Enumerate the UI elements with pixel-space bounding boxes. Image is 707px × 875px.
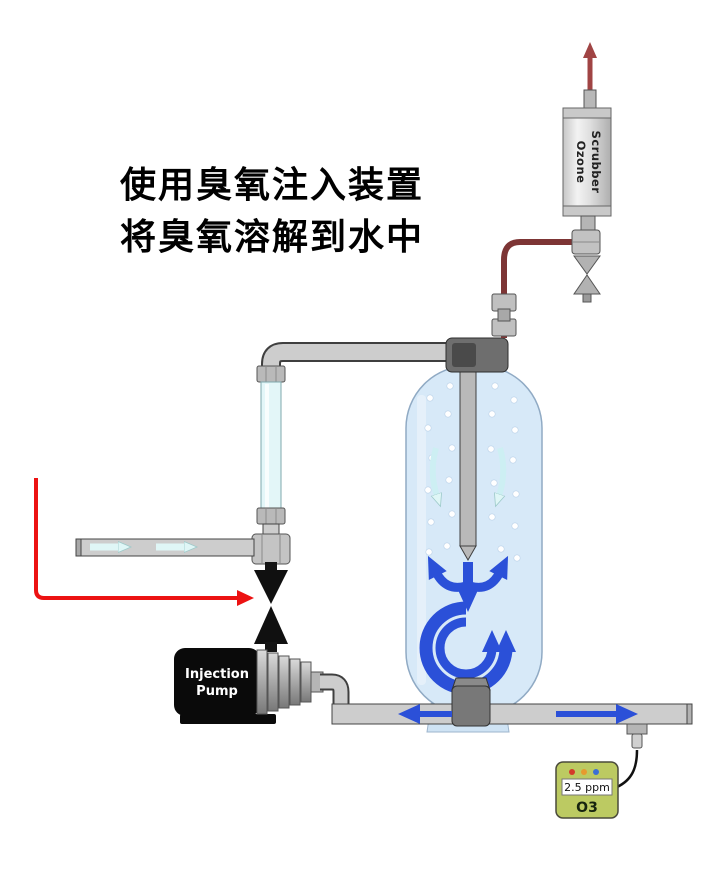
ozone-line-fitting <box>491 293 517 337</box>
scrubber-top-nozzle <box>583 89 597 111</box>
clear-riser-pipe <box>256 365 286 537</box>
inlet-water-pipe <box>75 538 255 557</box>
pump-base <box>180 714 276 724</box>
tank-top-pipe <box>261 342 458 378</box>
sensor-probe <box>631 733 643 749</box>
contact-tank <box>405 355 543 733</box>
coupling-bottom <box>256 507 286 525</box>
pump-label-line-2: Pump <box>196 684 238 699</box>
meter-led-blue <box>593 769 599 775</box>
injection-point-arrow <box>34 478 254 606</box>
title-line-2: 将臭氧溶解到水中 <box>120 217 424 258</box>
downflow-streak-right <box>499 447 507 496</box>
meter-led-red <box>569 769 575 775</box>
inlet-tee-fitting <box>251 533 291 565</box>
diffuser-tube <box>459 355 477 547</box>
scrubber-bottom-nozzle <box>580 215 596 231</box>
diffuser-tip <box>459 545 477 562</box>
scrubber-label-line-2: Scrubber <box>589 131 603 194</box>
tank-bottom-fitting <box>451 677 491 727</box>
scrubber-label-line-1: Ozone <box>574 141 588 184</box>
scrubber-bottom-cap <box>562 205 612 217</box>
scrubber-inlet-fitting <box>571 229 601 255</box>
bubbles <box>424 382 521 562</box>
meter-led-orange <box>581 769 587 775</box>
clear-tube <box>260 381 282 511</box>
ozone-scrubber: Ozone Scrubber <box>562 89 612 231</box>
sensor-wire <box>616 749 639 789</box>
diagram-title: 使用臭氧注入装置 将臭氧溶解到水中 <box>120 165 424 258</box>
injection-pump: Injection Pump <box>174 648 350 724</box>
tank-top-elbow <box>445 337 509 373</box>
pump-motor-body <box>174 648 260 716</box>
meter-reading-text: 2.5 ppm <box>564 781 610 794</box>
ozone-sensor-tap <box>616 723 648 789</box>
tank-circulation-arrows <box>419 555 516 695</box>
scrubber-check-valve <box>573 255 601 303</box>
coupling-top <box>256 365 286 383</box>
outlet-pipe <box>331 703 693 725</box>
meter-label-text: O3 <box>576 800 598 816</box>
venturi-injector <box>254 562 288 652</box>
downflow-streak-left <box>429 447 437 496</box>
ozone-meter: 2.5 ppm O3 <box>555 761 619 819</box>
title-line-1: 使用臭氧注入装置 <box>120 165 424 206</box>
scrubber-top-cap <box>562 107 612 119</box>
meter-display <box>561 778 613 796</box>
pump-label-line-1: Injection <box>185 667 249 682</box>
ozone-gas-line <box>501 239 574 300</box>
